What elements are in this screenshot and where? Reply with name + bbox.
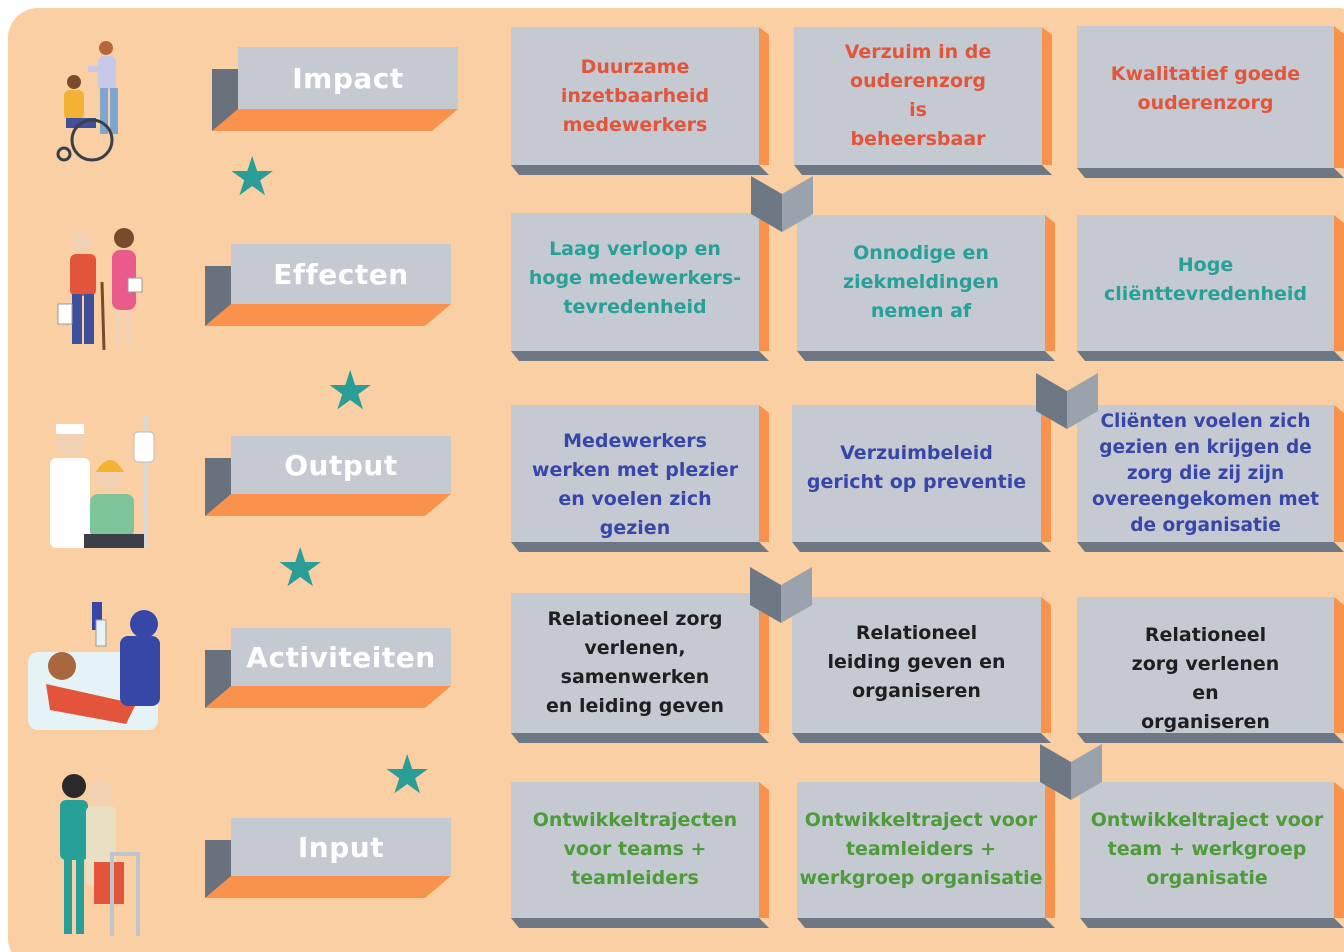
row-label-impact: Impact [212,47,458,131]
input-box-3: Ontwikkeltraject voor team + werkgroep o… [1080,782,1344,928]
impact-box-2: Verzuim in de ouderenzorg is beheersbaar [794,27,1052,175]
activiteiten-box-1: Relationeel zorg verlenen, samenwerken e… [511,593,769,743]
chevron-down-icon [1040,744,1102,800]
medical-test-illustration [28,602,160,730]
impact-box-1: Duurzame inzetbaarheid medewerkers [511,27,769,175]
output-box-3: Cliënten voelen zich gezien en krijgen d… [1077,405,1344,552]
elderly-couple-illustration [57,228,143,351]
star-icon: ★ [276,536,325,599]
effecten-box-3: Hoge cliënttevredenheid [1077,215,1344,361]
effecten-box-1: Laag verloop en hoge medewerkers-tevrede… [511,213,769,361]
row-label-text: Activiteiten [231,628,451,686]
row-label-output: Output [205,436,451,516]
activiteiten-box-3: Relationeel zorg verlenen en organiseren [1077,597,1344,743]
effecten-box-2: Onnodige en ziekmeldingen nemen af [797,215,1055,361]
star-icon: ★ [228,145,277,208]
impact-box-3: Kwalitatief goede ouderenzorg [1077,26,1344,178]
output-box-2: Verzuimbeleid gericht op preventie [792,405,1051,552]
output-box-1: Medewerkers werken met plezier en voelen… [511,405,769,552]
row-label-text: Effecten [231,244,451,304]
input-box-2: Ontwikkeltraject voor teamleiders + werk… [797,782,1055,928]
chevron-down-icon [750,567,812,623]
row-label-activiteiten: Activiteiten [205,628,451,708]
nurse-patient-illustration [50,416,155,548]
row-label-text: Input [231,818,451,876]
row-label-text: Output [231,436,451,494]
elderly-walker-illustration [60,774,140,936]
input-box-1: Ontwikkeltrajecten voor teams + teamleid… [511,782,769,928]
star-icon: ★ [326,359,375,422]
activiteiten-box-2: Relationeel leiding geven en organiseren [792,597,1051,743]
row-label-text: Impact [238,47,458,109]
star-icon: ★ [383,743,432,806]
caregiver-wheelchair-illustration [56,41,118,162]
row-label-input: Input [205,818,451,898]
row-label-effecten: Effecten [205,244,451,326]
chevron-down-icon [751,176,813,232]
chevron-down-icon [1036,373,1098,429]
